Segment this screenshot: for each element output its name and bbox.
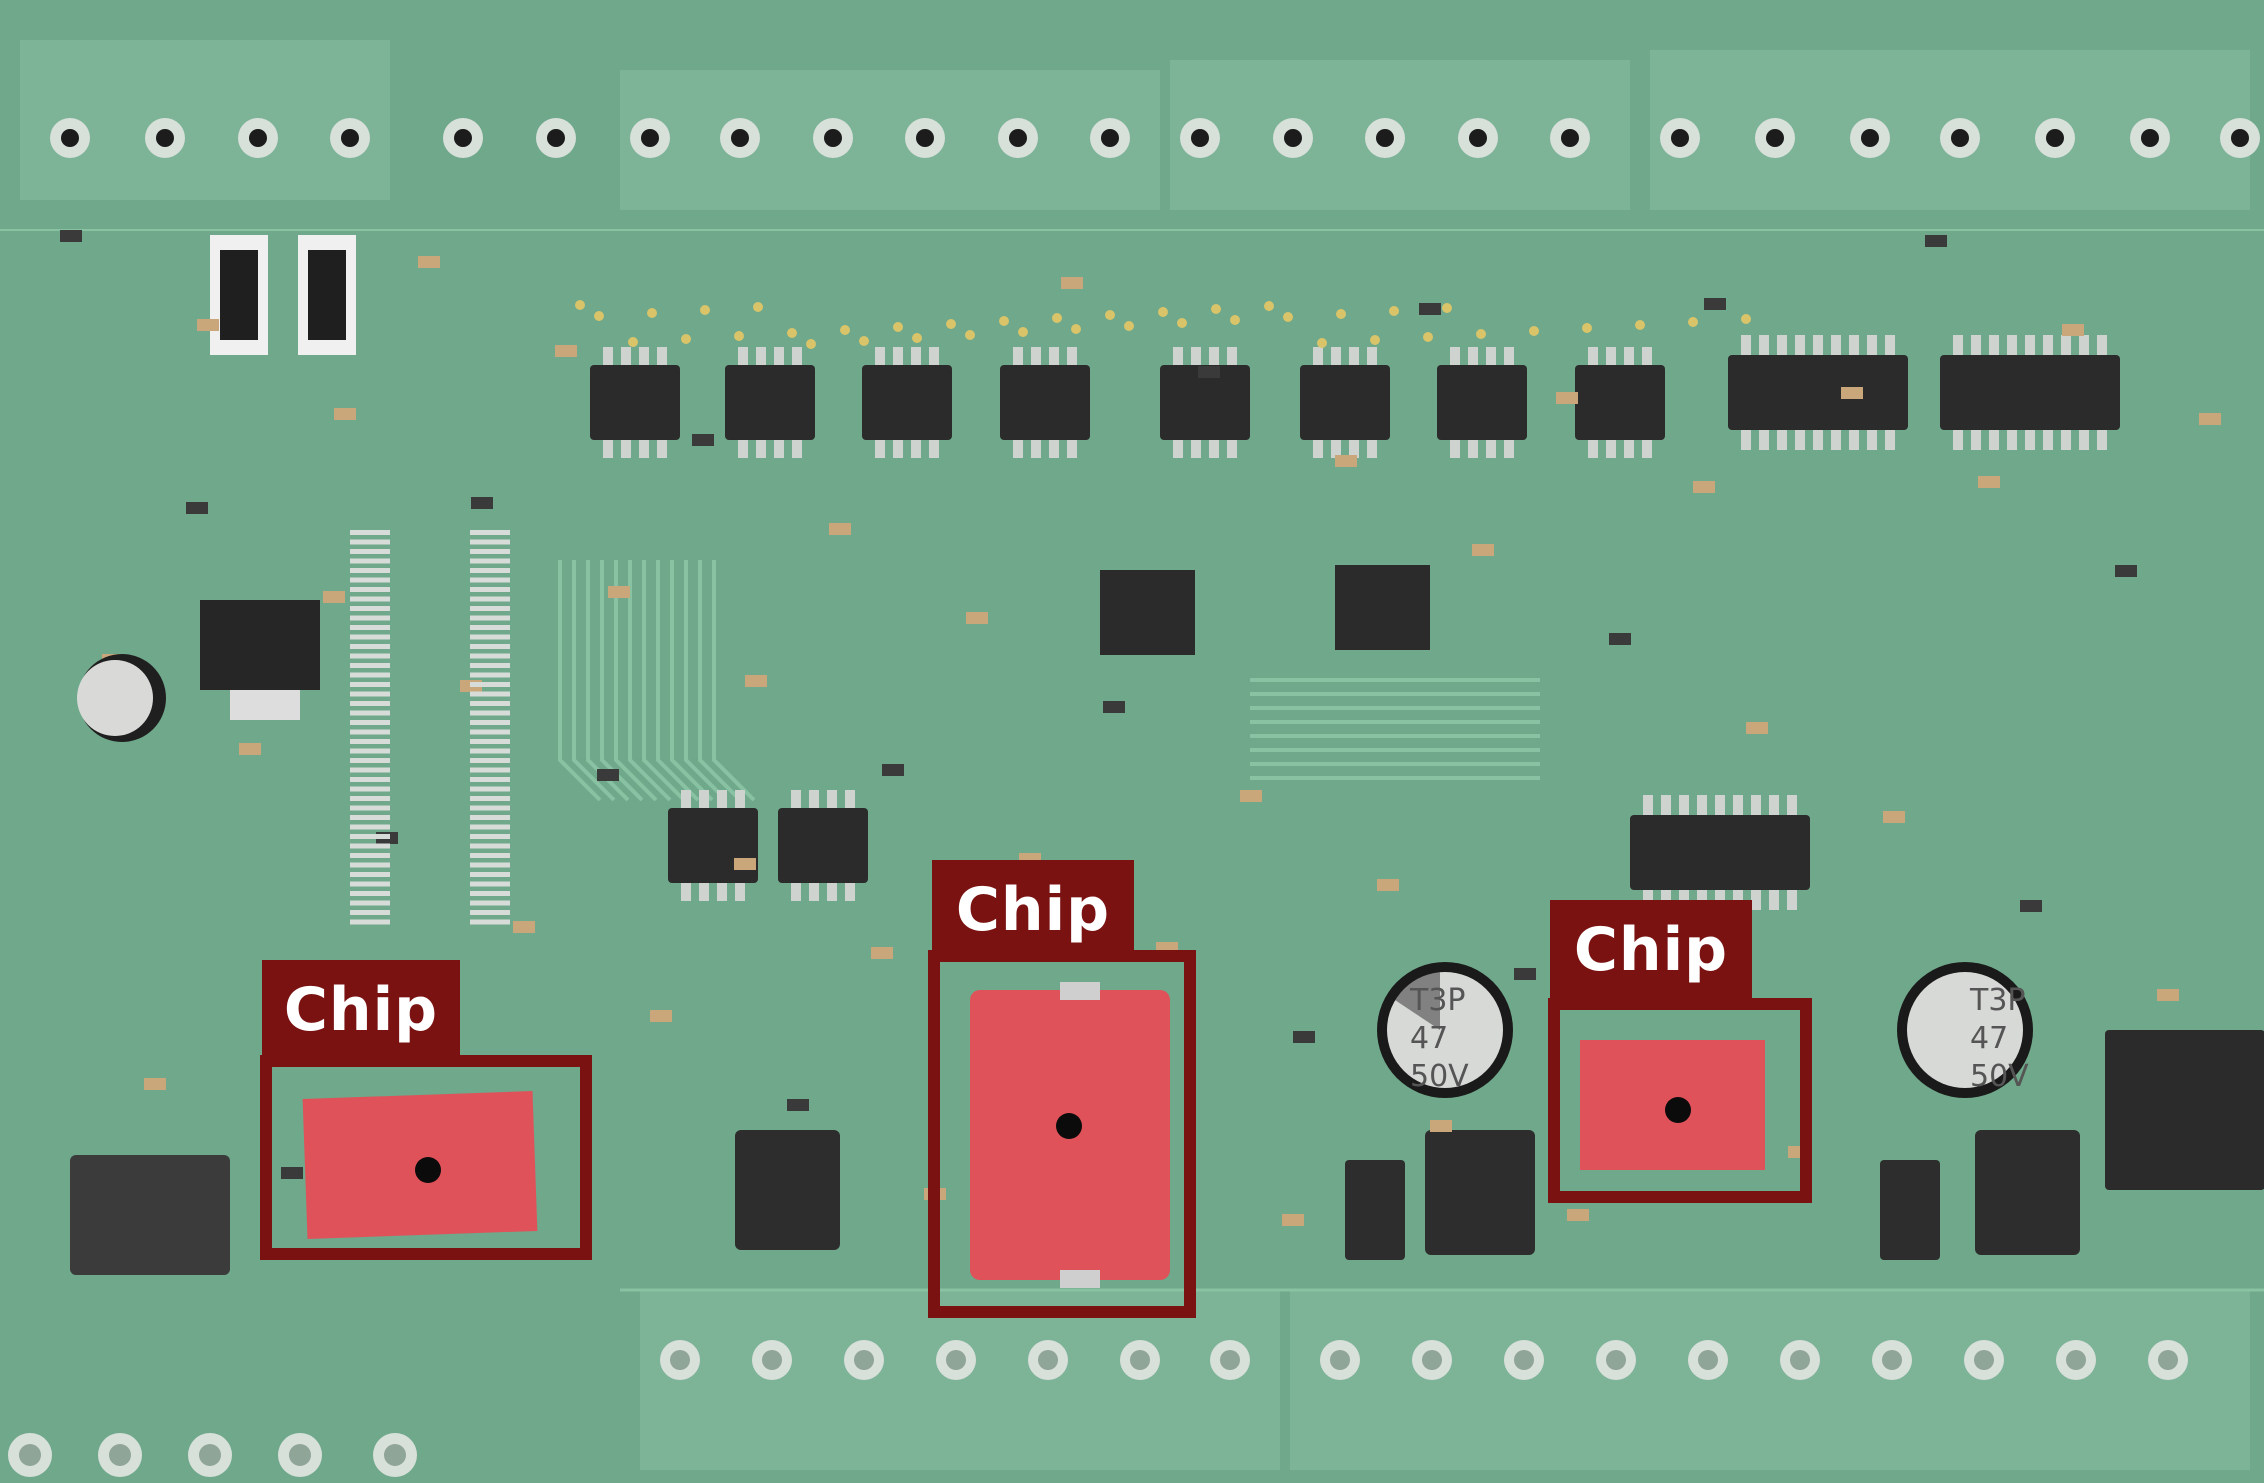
svg-text:50V: 50V [1970,1059,2029,1094]
svg-text:47: 47 [1970,1021,2008,1056]
chip-annotation-label: Chip [932,860,1134,960]
chip-highlight-box [1548,998,1812,1203]
svg-text:T3P: T3P [1969,983,2026,1018]
chip-center-marker [415,1157,441,1183]
svg-text:50V: 50V [1410,1059,1469,1094]
chip-annotation-label: Chip [1550,900,1752,1000]
chip-center-marker [1665,1097,1691,1123]
chip-annotation-label: Chip [262,960,460,1060]
chip-center-marker [1056,1113,1082,1139]
svg-text:47: 47 [1410,1021,1448,1056]
svg-text:T3P: T3P [1409,983,1466,1018]
chip-highlight-box [260,1055,592,1260]
